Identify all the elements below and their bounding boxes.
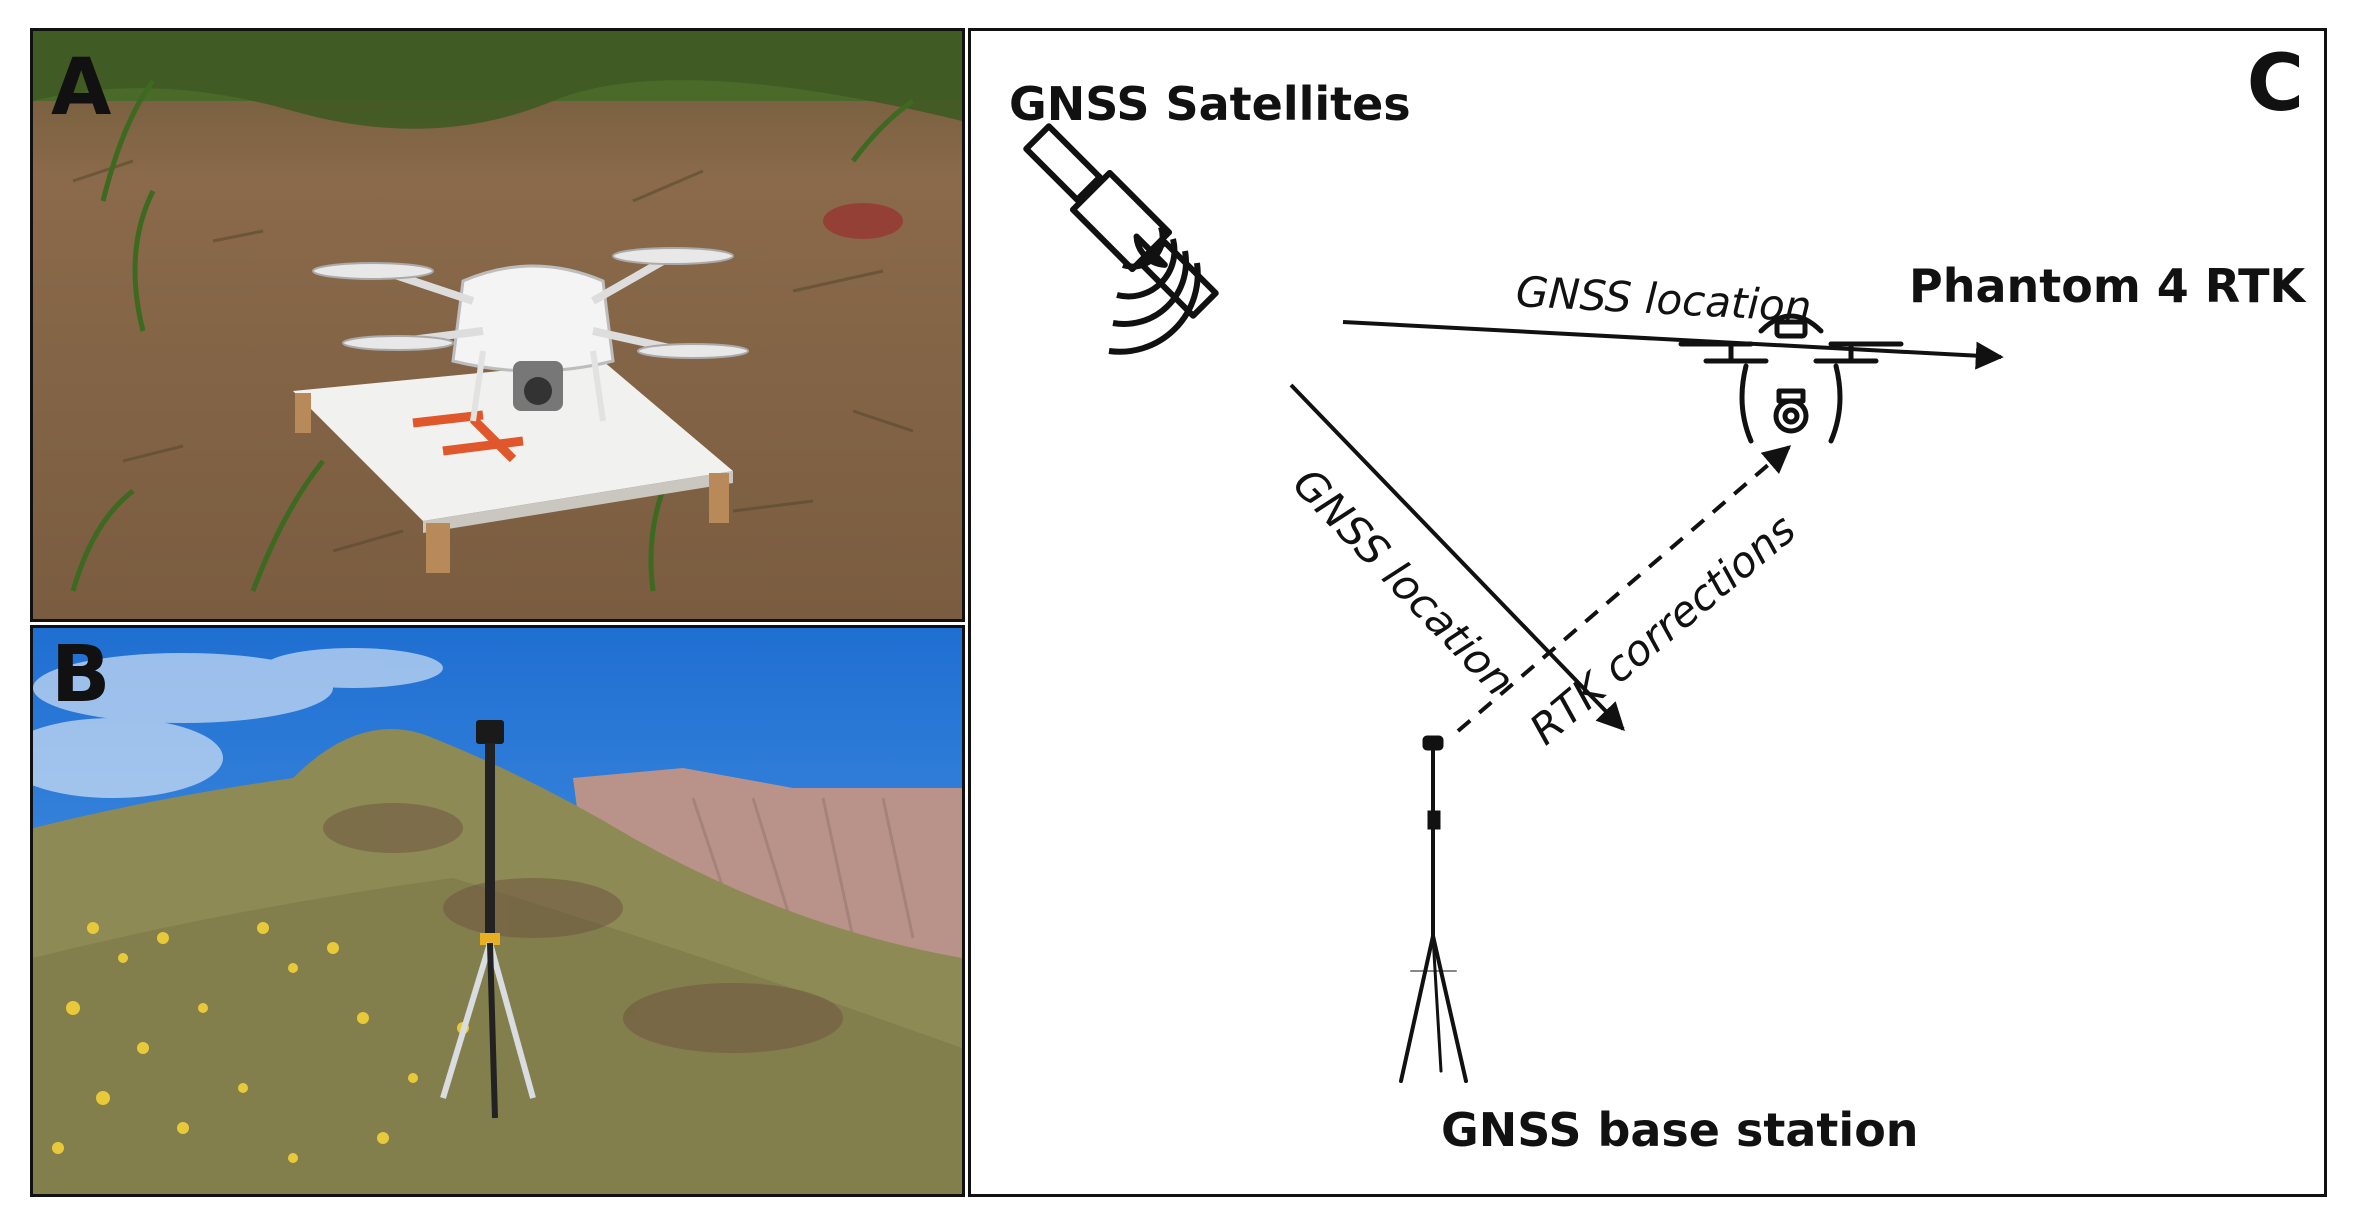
node-label-satellites: GNSS Satellites (1009, 77, 1411, 131)
node-label-base-station: GNSS base station (1441, 1103, 1919, 1157)
panel-letter-a: A (51, 43, 112, 133)
panel-c-diagram: C GNSS Satellites Phantom 4 RTK GNSS bas… (968, 28, 2327, 1197)
drone-photo-illustration (33, 31, 962, 619)
arrow-sat-to-base (1289, 383, 1625, 732)
tripod-antenna-icon (1399, 735, 1468, 1083)
node-label-drone: Phantom 4 RTK (1909, 259, 2306, 313)
drone-icon (1678, 313, 1904, 444)
arrow-sat-to-drone (1342, 320, 2004, 370)
panel-a-drone-photo: A (30, 28, 965, 622)
drone-body (312, 247, 749, 422)
base-station-photo-illustration (33, 628, 962, 1194)
satellite-icon (1023, 123, 1219, 355)
panel-letter-b: B (51, 630, 111, 720)
panel-b-base-station-photo: B (30, 625, 965, 1197)
panel-letter-c: C (2246, 39, 2304, 129)
diagram-canvas (1023, 123, 2004, 1083)
tripod (440, 720, 536, 1119)
